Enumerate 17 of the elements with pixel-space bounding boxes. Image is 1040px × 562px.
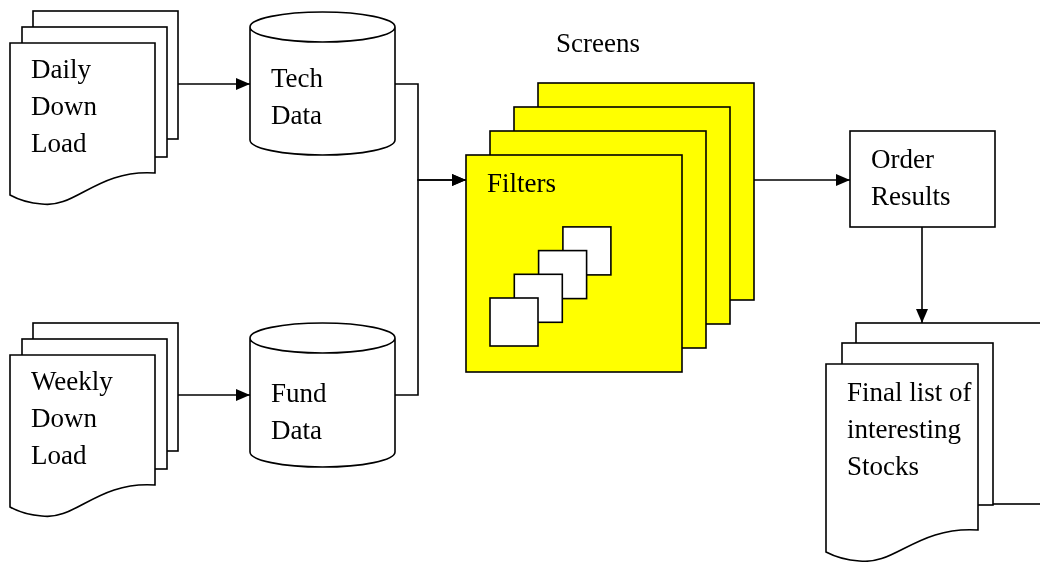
node-label: Weekly Down Load — [31, 365, 114, 472]
arrow — [394, 174, 467, 396]
node-label: Fund Data — [271, 377, 328, 447]
node-label: Final list of interesting Stocks — [847, 376, 973, 483]
process-box — [850, 131, 995, 227]
database-cylinder — [250, 323, 395, 467]
node-label: Daily Down Load — [31, 53, 98, 160]
stack-caption: Screens — [556, 27, 640, 60]
node-label: Filters — [487, 167, 557, 200]
node-label: Tech Data — [271, 62, 325, 132]
document-stack — [10, 11, 178, 205]
screen-stack — [466, 83, 754, 372]
document-stack — [10, 323, 178, 517]
database-cylinder — [250, 12, 395, 155]
document-stack — [826, 323, 1040, 562]
node-label: Order Results — [871, 143, 952, 213]
arrow — [916, 226, 928, 324]
